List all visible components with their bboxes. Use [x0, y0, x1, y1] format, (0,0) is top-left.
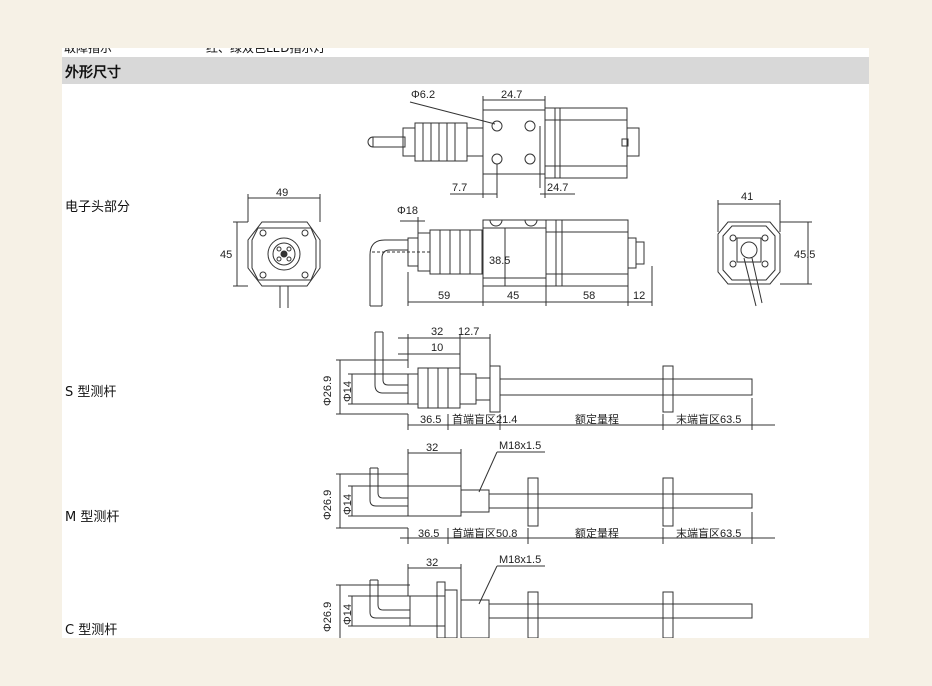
dim-head-side-h: 38.5	[489, 255, 510, 267]
dim-m-b3: 额定量程	[575, 526, 619, 540]
head-side-view	[369, 217, 653, 307]
dim-head-top-w1: 24.7	[501, 89, 522, 101]
dim-c-thread: M18x1.5	[499, 554, 541, 566]
dim-s-b4: 末端盲区63.5	[676, 412, 741, 426]
cut-off-row: 取障指示 红、绿双色LED指示灯	[62, 48, 869, 55]
m-rod-drawing	[336, 449, 775, 544]
row-label-head: 电子头部分	[65, 200, 131, 215]
dim-s-b2: 首端盲区21.4	[452, 412, 517, 426]
dim-head-right-w: 41	[741, 191, 753, 203]
spec-sheet: 取障指示 红、绿双色LED指示灯 外形尺寸 电子头部分 S 型测杆 M 型测杆 …	[62, 48, 869, 638]
dim-head-side-l4: 12	[633, 290, 645, 302]
dim-s-t3: 10	[431, 342, 443, 354]
dimension-drawings: Φ6.2 24.7 7.7 24.7 Φ18 38.5 59 45 58 12 …	[220, 89, 815, 638]
dim-head-side-l1: 59	[438, 290, 450, 302]
dim-head-side-l3: 58	[583, 290, 595, 302]
dim-m-b1: 36.5	[418, 528, 439, 540]
dim-c-d2: Φ14	[342, 604, 354, 625]
dim-s-t1: 32	[431, 326, 443, 338]
head-left-view	[233, 194, 321, 308]
dim-m-b4: 末端盲区63.5	[676, 526, 741, 540]
dim-head-top-dia: Φ6.2	[411, 89, 435, 101]
dim-c-t1: 32	[426, 557, 438, 569]
dim-m-d1: Φ26.9	[322, 490, 334, 520]
dim-head-side-dia: Φ18	[397, 205, 418, 217]
head-top-view	[367, 96, 640, 198]
head-right-view	[717, 200, 812, 307]
cut-row-value: 红、绿双色LED指示灯	[206, 48, 326, 55]
s-rod-drawing	[336, 331, 775, 430]
row-label-c-rod: C 型测杆	[65, 623, 118, 638]
c-rod-drawing	[336, 564, 753, 638]
dim-s-b3: 额定量程	[575, 412, 619, 426]
dim-s-d2: Φ14	[342, 381, 354, 402]
section-header: 外形尺寸	[62, 57, 869, 84]
section-title: 外形尺寸	[65, 65, 121, 81]
dim-c-d1: Φ26.9	[322, 602, 334, 632]
dim-s-t2: 12.7	[458, 326, 479, 338]
dim-m-thread: M18x1.5	[499, 440, 541, 452]
row-label-m-rod: M 型测杆	[65, 510, 120, 525]
row-label-s-rod: S 型测杆	[65, 385, 117, 400]
dim-s-d1: Φ26.9	[322, 376, 334, 406]
dimension-labels: Φ6.2 24.7 7.7 24.7 Φ18 38.5 59 45 58 12 …	[220, 89, 815, 632]
dim-m-b2: 首端盲区50.8	[452, 526, 517, 540]
dim-head-top-w2: 7.7	[452, 182, 467, 194]
dim-m-d2: Φ14	[342, 494, 354, 515]
dim-s-b1: 36.5	[420, 414, 441, 426]
dim-head-left-w: 49	[276, 187, 288, 199]
dim-head-right-h: 45.5	[794, 249, 815, 261]
dim-head-side-l2: 45	[507, 290, 519, 302]
cut-row-key: 取障指示	[64, 48, 113, 55]
dim-head-top-w3: 24.7	[547, 182, 568, 194]
dim-head-left-h: 45	[220, 249, 232, 261]
dim-m-t1: 32	[426, 442, 438, 454]
